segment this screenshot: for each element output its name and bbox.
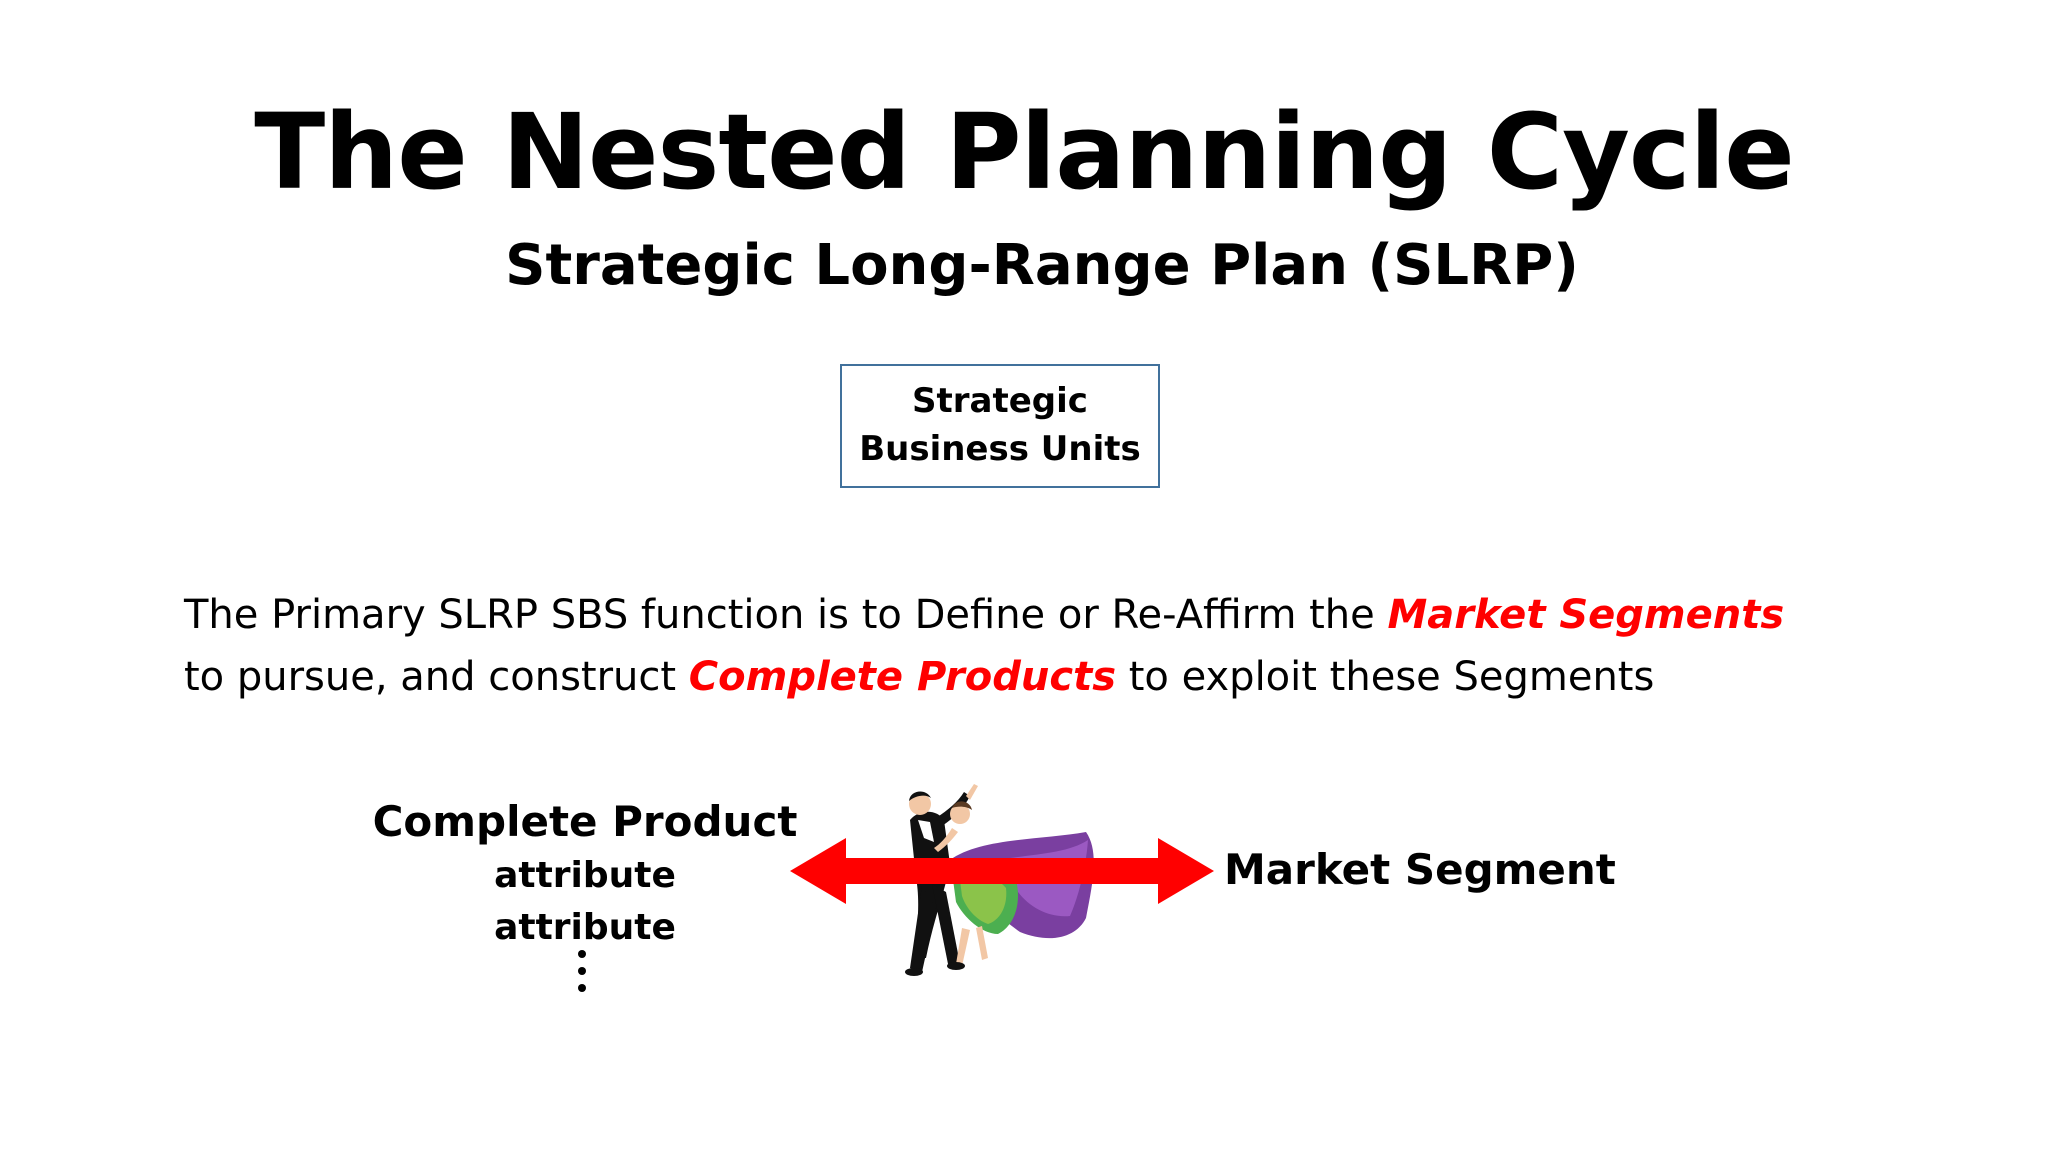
complete-product-title: Complete Product [372,797,798,846]
statement-text-2: to pursue, and construct [184,654,689,700]
sbu-box-line2: Business Units [859,429,1141,469]
slrp-function-statement: The Primary SLRP SBS function is to Defi… [184,584,2004,708]
statement-text-1: The Primary SLRP SBS function is to Defi… [184,592,1388,638]
slide-title: The Nested Planning Cycle [254,91,1795,213]
statement-line-1: The Primary SLRP SBS function is to Defi… [184,584,2004,646]
slide-subtitle: Strategic Long-Range Plan (SLRP) [505,233,1579,298]
market-segments-emphasis: Market Segments [1387,592,1785,638]
complete-product-block: Complete Product attribute attribute [370,794,800,954]
attribute-item: attribute [494,855,676,896]
vertical-ellipsis-icon [576,950,588,1004]
statement-text-3: to exploit these Segments [1116,654,1655,700]
attribute-item: attribute [494,907,676,948]
complete-products-emphasis: Complete Products [688,654,1117,700]
market-segment-label: Market Segment [1224,845,1616,894]
statement-line-2: to pursue, and construct Complete Produc… [184,646,2004,708]
strategic-business-units-box: Strategic Business Units [840,364,1160,488]
double-headed-arrow-icon [790,838,1214,904]
sbu-box-line1: Strategic [912,381,1088,422]
